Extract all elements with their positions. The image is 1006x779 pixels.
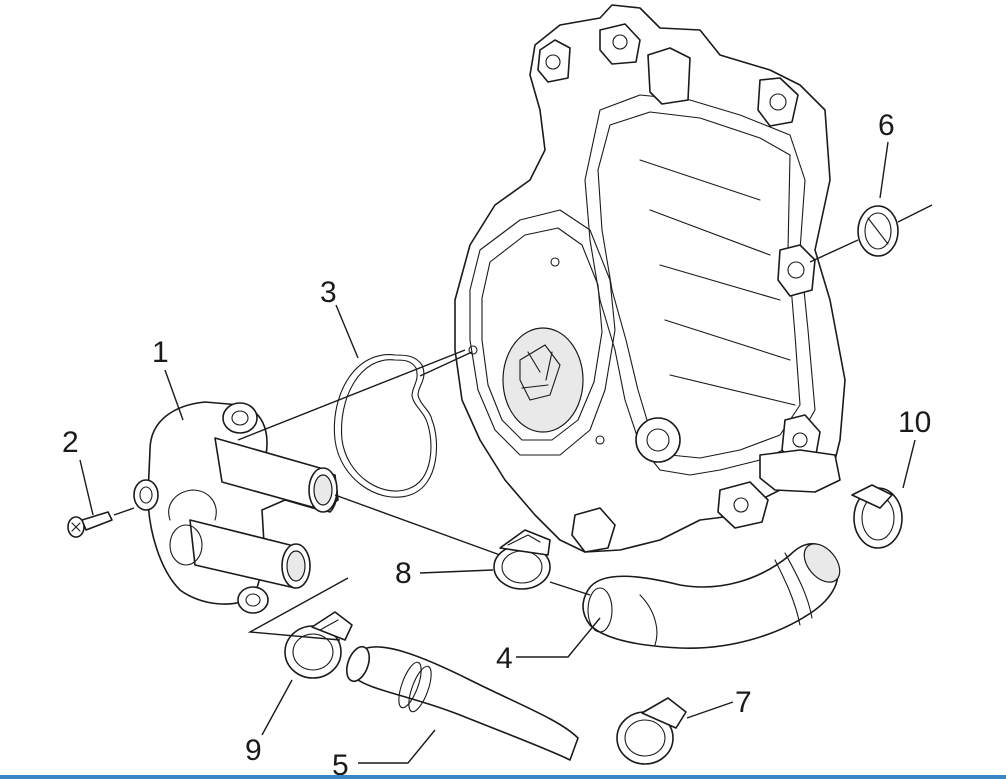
callout-leaders <box>79 141 916 764</box>
part-4-hose <box>582 542 841 649</box>
callout-8: 8 <box>395 557 412 590</box>
leader-9 <box>261 679 293 736</box>
callout-10: 10 <box>898 406 931 439</box>
callout-1: 1 <box>152 336 169 369</box>
part-7-clamp <box>616 697 687 765</box>
callout-4: 4 <box>496 642 513 675</box>
callout-5: 5 <box>332 749 349 779</box>
callout-7: 7 <box>735 686 752 719</box>
leader-5 <box>358 729 436 764</box>
callout-2: 2 <box>62 426 79 459</box>
leader-4 <box>516 617 601 658</box>
part-1-pump-cover <box>133 349 501 614</box>
leader-6 <box>879 141 889 199</box>
callout-numbers: 1 2 3 4 5 6 7 8 9 10 <box>62 109 931 779</box>
callout-6: 6 <box>878 109 895 142</box>
leader-2 <box>79 459 94 516</box>
impeller-opening <box>502 327 584 433</box>
part-3-gasket <box>333 351 473 498</box>
part-10-clamp <box>851 484 903 549</box>
engine-cover <box>454 4 846 553</box>
part-8-clamp <box>493 529 551 590</box>
part-2-screw <box>67 507 135 538</box>
callout-9: 9 <box>245 734 262 767</box>
callout-3: 3 <box>320 276 337 309</box>
bottom-accent-bar <box>0 775 1006 779</box>
part-9-clamp <box>284 611 353 679</box>
part-5-hose <box>345 645 579 761</box>
leader-10 <box>902 439 916 489</box>
assembly-lines <box>247 577 591 641</box>
leader-8 <box>419 569 494 574</box>
leader-3 <box>335 304 359 359</box>
part-6-plug <box>809 204 933 263</box>
leader-7 <box>686 701 734 719</box>
leader-1 <box>164 369 184 421</box>
